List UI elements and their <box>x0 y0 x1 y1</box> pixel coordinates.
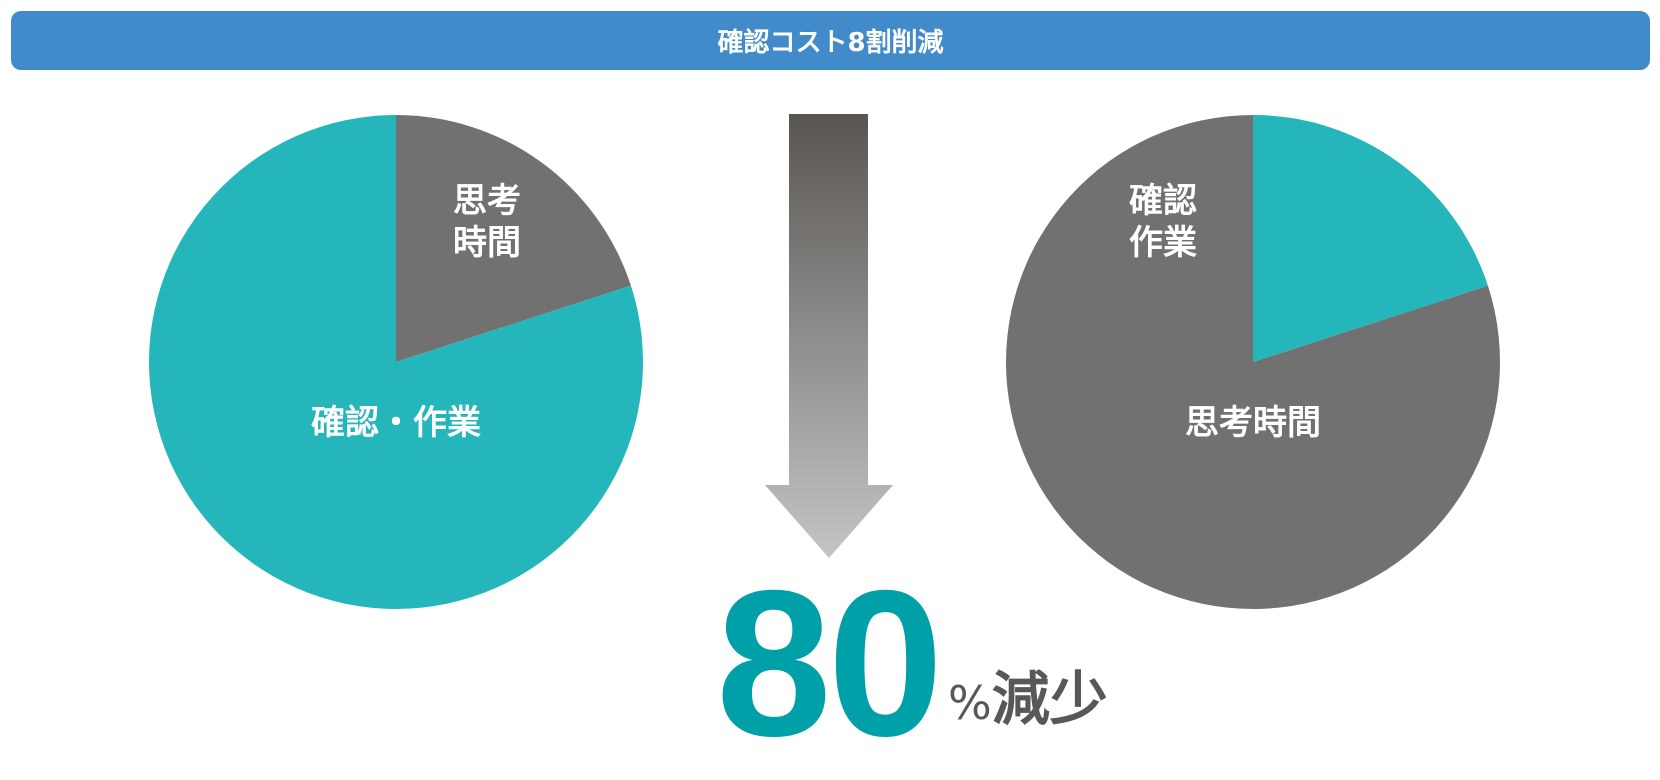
pie-before-label-0: 思考 <box>453 181 521 221</box>
pie-before-slice-0 <box>396 115 631 362</box>
header-banner: 確認コスト8割削減 <box>11 11 1650 70</box>
chart-area: 思考時間確認・作業思考時間確認作業 <box>148 114 1500 610</box>
reduction-value: 80 <box>716 548 943 780</box>
header-title: 確認コスト8割削減 <box>717 28 944 58</box>
pie-after-slice-1 <box>1253 115 1488 362</box>
pie-before-slice-1 <box>148 115 644 609</box>
pie-after-label-1: 確認 <box>1129 181 1197 221</box>
pie-after-label-0: 思考時間 <box>1185 403 1321 443</box>
pie-before-label-0: 時間 <box>453 223 521 263</box>
reduction-text: 減少 <box>991 665 1108 733</box>
pie-before-label-1: 確認・作業 <box>311 403 481 443</box>
percent-unit: % <box>948 676 992 730</box>
reduction-suffix: %減少 <box>948 670 1108 728</box>
down-arrow-icon <box>765 114 893 558</box>
pie-after-label-1: 作業 <box>1129 223 1197 263</box>
